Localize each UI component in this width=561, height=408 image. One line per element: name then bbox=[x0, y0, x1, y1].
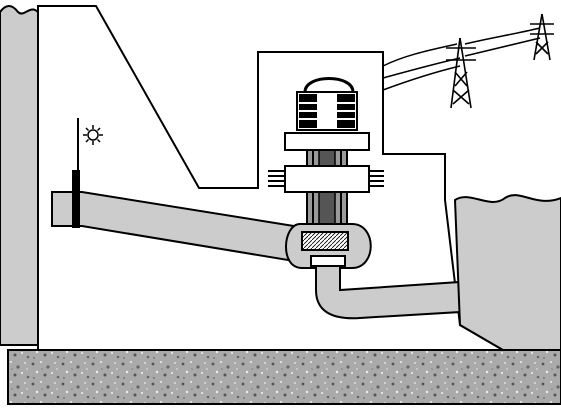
reservoir-water bbox=[0, 5, 39, 346]
draft-tube bbox=[315, 265, 461, 320]
bedrock bbox=[7, 349, 561, 405]
turbine bbox=[285, 223, 372, 269]
gear-icon bbox=[83, 125, 103, 145]
transmission-tower bbox=[530, 13, 554, 61]
intake-gate bbox=[72, 118, 80, 228]
generator bbox=[284, 77, 370, 151]
bearing-block bbox=[268, 165, 384, 193]
transmission-tower bbox=[446, 37, 476, 109]
tailwater bbox=[453, 194, 561, 351]
